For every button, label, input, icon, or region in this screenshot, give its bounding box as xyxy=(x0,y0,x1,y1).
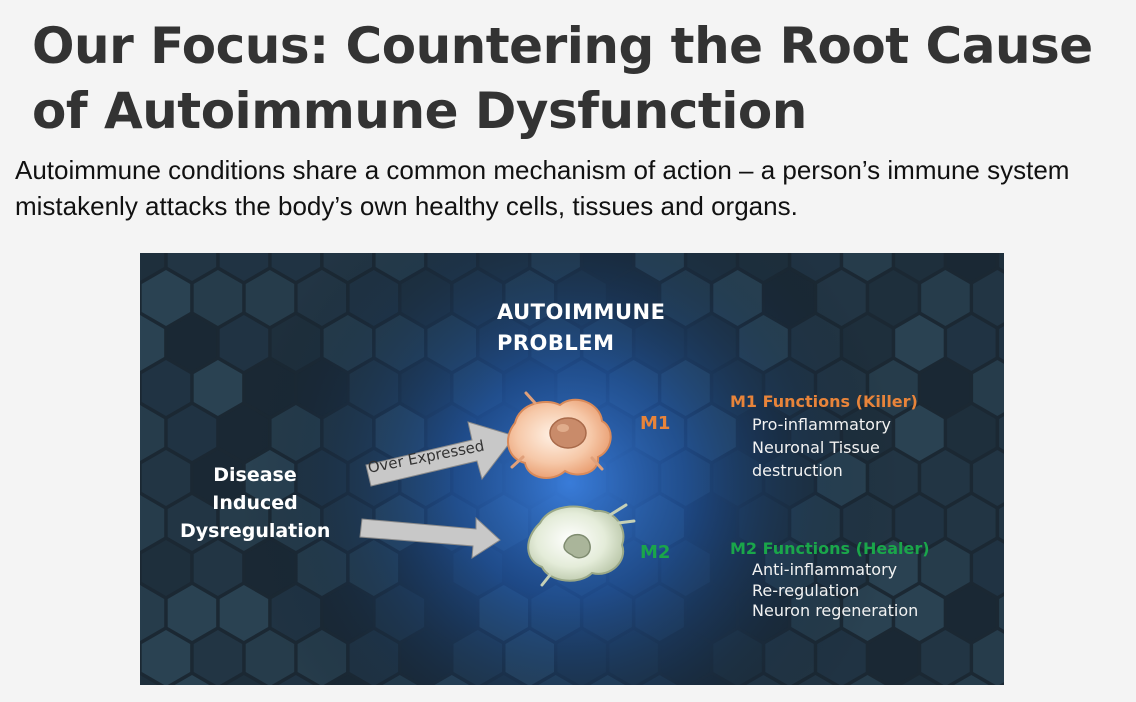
m1-function-item: Pro-inflammatory xyxy=(752,415,892,434)
m2-functions-list: Anti-inflammatory Re-regulation Neuron r… xyxy=(730,560,930,622)
m1-functions-list: Pro-inflammatory Neuronal Tissue destruc… xyxy=(730,413,918,482)
m1-macrophage-cell xyxy=(506,391,612,479)
m2-tag: M2 xyxy=(640,542,671,563)
m2-function-item: Re-regulation xyxy=(752,580,860,600)
m1-tag: M1 xyxy=(640,413,671,434)
right-arrow xyxy=(359,516,501,559)
disease-label-line: Induced xyxy=(212,492,298,514)
autoimmune-problem-heading: AUTOIMMUNE PROBLEM xyxy=(497,297,665,359)
up-right-arrow xyxy=(365,421,516,487)
m2-macrophage-cell xyxy=(527,503,636,587)
slide-title: Our Focus: Countering the Root Cause of … xyxy=(32,17,1093,140)
diagram-canvas xyxy=(140,253,1004,685)
m2-function-item: Neuron regeneration xyxy=(752,601,919,620)
m1-functions: M1 Functions (Killer) Pro-inflammatory N… xyxy=(730,391,918,482)
slide-subtitle: Autoimmune conditions share a common mec… xyxy=(15,155,1070,221)
m1-functions-title: M1 Functions (Killer) xyxy=(730,392,918,411)
disease-induced-dysregulation-label: Disease Induced Dysregulation xyxy=(180,461,330,545)
m1-function-item: destruction xyxy=(752,461,843,480)
heading-line: AUTOIMMUNE xyxy=(497,300,666,324)
heading-line: PROBLEM xyxy=(497,331,615,355)
m1-function-item: Neuronal Tissue xyxy=(752,438,880,457)
m2-functions-title: M2 Functions (Healer) xyxy=(730,539,930,558)
disease-label-line: Dysregulation xyxy=(180,520,331,542)
m2-functions: M2 Functions (Healer) Anti-inflammatory … xyxy=(730,538,930,622)
m2-function-item: Anti-inflammatory xyxy=(752,560,898,579)
macrophage-diagram: AUTOIMMUNE PROBLEM Disease Induced Dysre… xyxy=(140,253,1004,685)
disease-label-line: Disease xyxy=(213,464,297,486)
